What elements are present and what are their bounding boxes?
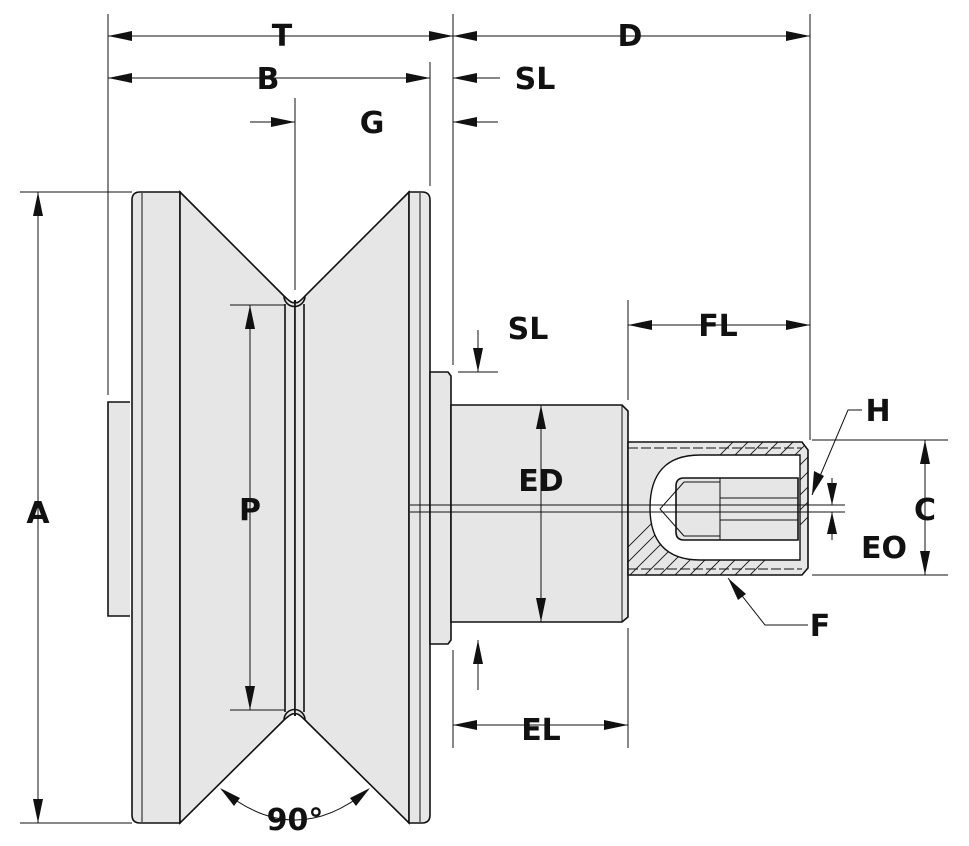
dimension-labels: T D B SL G SL FL H A P ED C EO F EL 90° bbox=[26, 19, 936, 838]
label-h: H bbox=[865, 394, 890, 429]
part-geometry bbox=[107, 190, 809, 825]
right-hub bbox=[429, 371, 452, 645]
label-angle: 90° bbox=[267, 803, 324, 838]
hex-socket bbox=[675, 477, 799, 541]
label-b: B bbox=[257, 62, 280, 97]
label-a: A bbox=[26, 496, 50, 531]
right-v-body bbox=[294, 190, 410, 825]
dimension-lines bbox=[33, 31, 930, 823]
label-d: D bbox=[618, 19, 643, 54]
label-g: G bbox=[360, 106, 385, 141]
label-t: T bbox=[272, 19, 293, 54]
label-sl-top: SL bbox=[515, 62, 556, 97]
stud-body bbox=[450, 404, 629, 623]
label-el: EL bbox=[521, 713, 561, 748]
left-hub bbox=[107, 401, 130, 617]
label-f: F bbox=[810, 609, 831, 644]
left-v-body bbox=[179, 190, 296, 825]
center-line bbox=[410, 504, 835, 513]
label-fl: FL bbox=[698, 309, 738, 344]
label-sl-mid: SL bbox=[508, 312, 549, 347]
label-p: P bbox=[239, 493, 261, 528]
label-ed: ED bbox=[518, 464, 563, 499]
left-flange bbox=[131, 191, 181, 824]
label-c: C bbox=[914, 493, 936, 528]
label-eo: EO bbox=[861, 531, 907, 566]
